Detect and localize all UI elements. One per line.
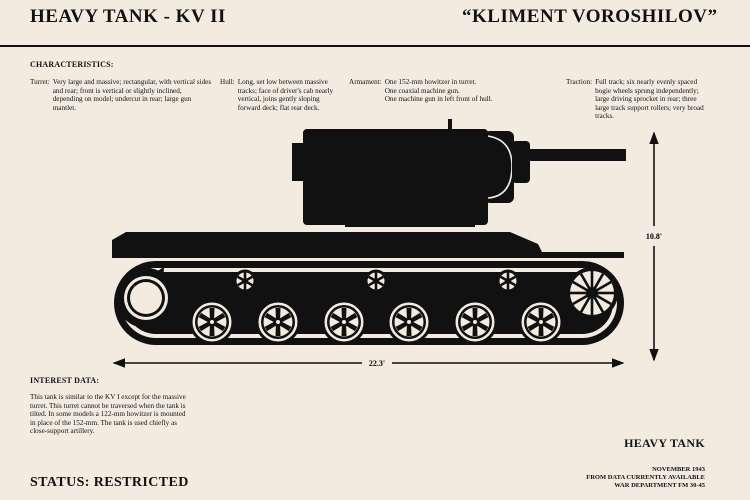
tank-hull (112, 232, 624, 258)
interest-data-heading: INTEREST DATA: (30, 376, 100, 385)
hull-description: Hull: Long, set low between massive trac… (220, 78, 340, 112)
turret-text: Very large and massive; rectangular, wit… (52, 78, 212, 112)
source-manual: WAR DEPARTMENT FM 30-45 (614, 481, 705, 489)
tank-classification: HEAVY TANK (624, 436, 705, 450)
tank-nickname: “KLIMENT VOROSHILOV” (462, 6, 718, 27)
traction-text: Full track; six nearly evenly spaced bog… (595, 78, 704, 121)
status-label: STATUS: RESTRICTED (30, 475, 189, 490)
idler-wheel (566, 267, 618, 319)
source-note: NOVEMBER 1943 FROM DATA CURRENTLY AVAILA… (586, 466, 705, 489)
armament-label: Armament: (349, 78, 382, 86)
poster-title: HEAVY TANK - KV II (30, 6, 226, 27)
turret-description: Turret: Very large and massive; rectangu… (30, 78, 212, 112)
armament-line-2: One coaxial machine gun. (384, 86, 460, 95)
source-date: NOVEMBER 1943 (652, 466, 705, 473)
traction-description: Traction: Full track; six nearly evenly … (566, 78, 708, 121)
hull-label: Hull: (220, 78, 235, 86)
interest-data-text: This tank is similar to the KV I except … (30, 393, 186, 436)
turret-label: Turret: (30, 78, 50, 86)
source-data-note: FROM DATA CURRENTLY AVAILABLE (586, 473, 705, 481)
height-dimension-label: 10.8' (646, 232, 662, 241)
tank-turret (292, 119, 626, 227)
armament-description: Armament: One 152-mm howitzer in turret.… (349, 78, 539, 104)
hull-text: Long, set low between massive tracks; fa… (237, 78, 334, 112)
armament-line-1: One 152-mm howitzer in turret. (384, 78, 477, 86)
header-divider (0, 45, 750, 47)
armament-line-3: One machine gun in left front of hull. (384, 95, 493, 104)
characteristics-heading: CHARACTERISTICS: (30, 60, 114, 69)
traction-label: Traction: (566, 78, 593, 86)
drive-sprocket (116, 266, 182, 330)
length-dimension-label: 22.3' (369, 359, 385, 368)
